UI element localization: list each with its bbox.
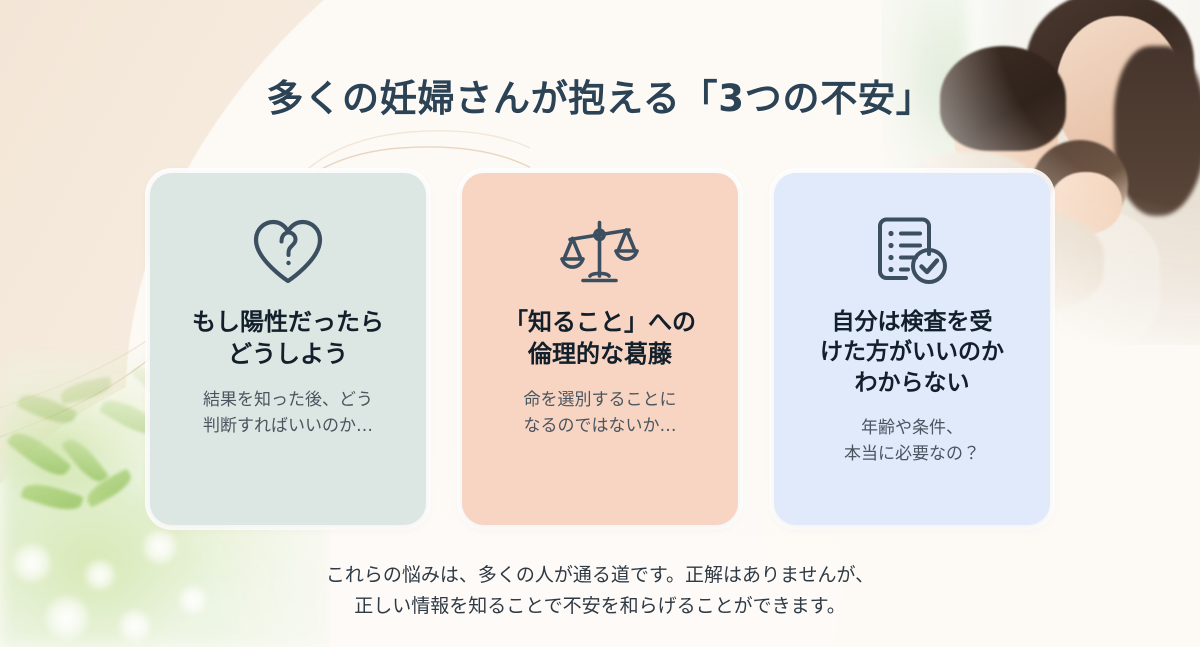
balance-scale-icon (560, 209, 640, 295)
card-anxiety-positive-result[interactable]: もし陽性だったら どうしよう 結果を知った後、どう 判断すればいいのか… (150, 173, 426, 525)
card-body: 命を選別することに なるのではないか… (523, 390, 677, 437)
card-anxiety-ethical-conflict[interactable]: 「知ること」への 倫理的な葛藤 命を選別することに なるのではないか… (462, 173, 738, 525)
page-title: 多くの妊婦さんが抱える「3つの不安」 (266, 77, 934, 120)
checklist-check-icon (872, 209, 952, 295)
card-anxiety-should-i-test[interactable]: 自分は検査を受 けた方がいいのか わからない 年齢や条件、 本当に必要なの？ (774, 173, 1050, 525)
card-title: 「知ること」への 倫理的な葛藤 (504, 308, 696, 368)
card-title: 自分は検査を受 けた方がいいのか わからない (820, 309, 1004, 396)
anxiety-cards-row: もし陽性だったら どうしよう 結果を知った後、どう 判断すればいいのか… (150, 173, 1050, 525)
heart-question-icon (250, 209, 326, 295)
card-body: 結果を知った後、どう 判断すればいいのか… (203, 390, 373, 437)
card-title: もし陽性だったら どうしよう (192, 308, 384, 368)
footer-note: これらの悩みは、多くの人が通る道です。正解はありませんが、 正しい情報を知ること… (325, 564, 875, 617)
card-body: 年齢や条件、 本当に必要なの？ (844, 418, 980, 464)
